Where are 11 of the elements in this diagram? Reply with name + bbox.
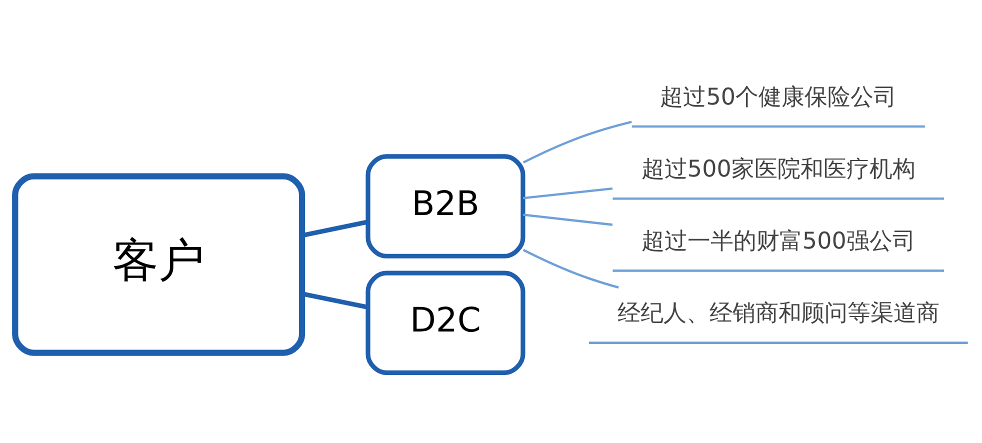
node-box: B2B (365, 154, 525, 258)
node-text: 超过500家医院和医疗机构 (640, 156, 915, 182)
node-box: D2C (365, 270, 525, 375)
connector (522, 186, 612, 199)
node-text: 经纪人、经销商和顾问等渠道商 (616, 300, 939, 326)
connector (522, 213, 612, 226)
node-text: 超过50个健康保险公司 (660, 84, 896, 110)
node-text: 超过一半的财富500强公司 (640, 228, 915, 254)
connector (522, 120, 632, 164)
node-box: 客户 (12, 172, 305, 356)
connector (522, 248, 618, 288)
